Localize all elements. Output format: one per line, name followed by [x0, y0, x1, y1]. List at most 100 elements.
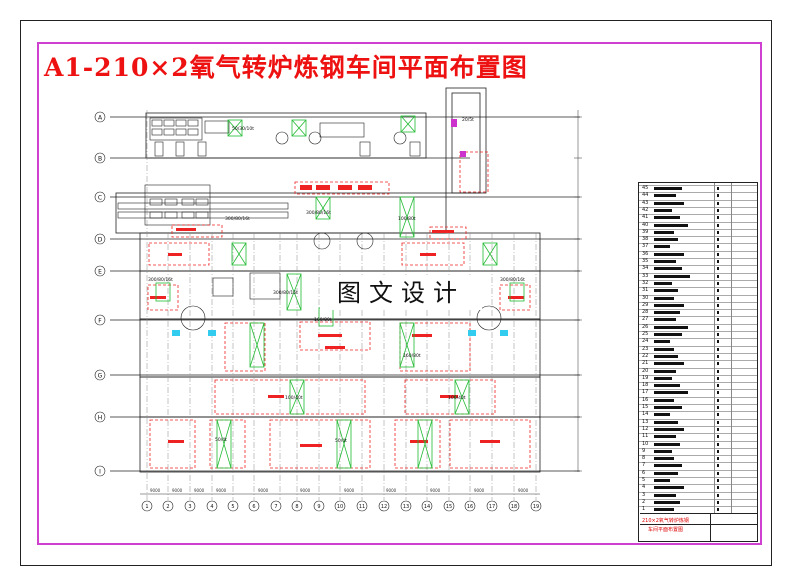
title-block-row: 10	[639, 440, 757, 447]
title-block-row: 9	[639, 447, 757, 454]
c-bay-equipment	[117, 184, 502, 331]
svg-text:9000: 9000	[216, 488, 227, 493]
crane-label-b3: 100/80t	[398, 216, 416, 222]
title-block-row-entry	[654, 435, 676, 439]
title-block-row-qty	[717, 479, 719, 482]
title-block-row-number: 17	[642, 389, 649, 396]
title-block-row: 44	[639, 192, 757, 198]
title-block-row-qty	[717, 223, 719, 227]
title-block-row-entry	[654, 427, 684, 431]
title-block-row-number: 41	[642, 214, 649, 221]
crane-label-g1: 100/40t	[285, 395, 303, 401]
svg-text:I: I	[99, 469, 101, 476]
title-block-row: 3	[639, 491, 757, 498]
title-block-row-entry	[654, 281, 672, 285]
title-block-row-number: 37	[642, 243, 649, 250]
title-block-row: 18	[639, 382, 757, 388]
crane-label-f1: 160/80t	[314, 317, 332, 323]
crane-capacity-labels: 50/30/10t 20/5t 300/80/16t 300/80/16t 10…	[148, 117, 525, 444]
title-block-row-number: 9	[642, 447, 646, 454]
title-block-row: 38	[639, 236, 757, 242]
title-block-row-entry	[654, 362, 684, 366]
title-block-row-number: 5	[642, 477, 646, 483]
svg-text:9000: 9000	[474, 488, 485, 493]
title-block-row: 42	[639, 206, 757, 213]
title-block-row-entry	[654, 289, 678, 293]
title-block-row-entry	[654, 413, 670, 417]
title-block-row-number: 14	[642, 411, 649, 418]
title-block-row-qty	[717, 369, 719, 373]
title-block-row-qty	[717, 296, 719, 300]
title-block-row: 27	[639, 316, 757, 322]
title-block-row: 41	[639, 214, 757, 220]
column-axis-bubbles	[141, 500, 542, 512]
title-block-row-entry	[654, 201, 684, 205]
title-block-row: 34	[639, 265, 757, 271]
title-block-row-entry	[654, 311, 680, 315]
svg-text:7: 7	[274, 504, 277, 510]
title-block-row: 5	[639, 477, 757, 483]
title-block-row-number: 40	[642, 221, 649, 228]
title-block-row-entry	[654, 500, 680, 504]
title-block-row-entry	[654, 208, 672, 212]
svg-text:9000: 9000	[344, 488, 355, 493]
title-block-row: 45	[639, 185, 757, 191]
title-block-row-qty	[717, 201, 719, 205]
title-block-row-entry	[654, 296, 674, 300]
title-block-row-number: 35	[642, 258, 649, 264]
title-block-row-qty	[717, 340, 719, 344]
title-block-row-number: 18	[642, 382, 649, 389]
title-block-row-qty	[717, 486, 719, 490]
title-block-row: 8	[639, 455, 757, 461]
top-bay-equipment	[149, 117, 421, 157]
title-block-row-number: 43	[642, 199, 649, 206]
title-block-row-entry	[654, 252, 684, 256]
title-block-row: 39	[639, 228, 757, 235]
title-block-row-qty	[717, 230, 719, 234]
title-block-row: 21	[639, 360, 757, 366]
equipment-zones	[147, 151, 531, 469]
svg-text:4: 4	[210, 504, 213, 510]
title-block-row-number: 24	[642, 338, 649, 345]
title-block-row-qty	[717, 354, 719, 358]
right-dimension-line	[574, 110, 582, 472]
title-block-row-qty	[717, 274, 719, 278]
title-block-row: 25	[639, 331, 757, 337]
title-block-row-entry	[654, 479, 670, 482]
crane-markers	[155, 115, 525, 469]
svg-text:9000: 9000	[300, 488, 311, 493]
svg-text:12: 12	[381, 504, 387, 510]
title-block-row-number: 4	[642, 484, 646, 491]
title-block-row-qty	[717, 303, 719, 307]
title-block-row-number: 31	[642, 287, 649, 294]
title-block-row: 24	[639, 338, 757, 344]
title-block-row-entry	[654, 486, 684, 490]
title-block-row: 6	[639, 469, 757, 476]
svg-text:11: 11	[359, 504, 365, 510]
title-block-row: 22	[639, 352, 757, 359]
svg-text:16: 16	[467, 504, 473, 510]
title-block-row-qty	[717, 267, 719, 271]
title-block-row-entry	[654, 318, 676, 322]
drawing-sheet-border	[20, 20, 772, 566]
title-block-row-qty	[717, 281, 719, 285]
title-block-row-entry	[654, 340, 670, 344]
title-block-row-qty	[717, 457, 719, 461]
title-block-row-number: 8	[642, 455, 646, 462]
title-block-row-entry	[654, 187, 682, 190]
title-block-row-qty	[717, 398, 719, 402]
title-block-row-qty	[717, 289, 719, 293]
title-block-row-number: 16	[642, 396, 649, 403]
title-block-row-number: 28	[642, 309, 649, 316]
title-block-row-number: 11	[642, 433, 649, 440]
title-block-row-number: 21	[642, 360, 649, 367]
svg-text:E: E	[98, 269, 102, 276]
title-block-row-number: 3	[642, 491, 646, 498]
title-block-row-entry	[654, 260, 676, 263]
svg-text:14: 14	[424, 504, 430, 510]
title-block-row: 23	[639, 345, 757, 352]
title-block-row-number: 34	[642, 265, 649, 272]
title-block-row-number: 42	[642, 206, 649, 213]
title-block-row-qty	[717, 493, 719, 497]
svg-text:9000: 9000	[194, 488, 205, 493]
